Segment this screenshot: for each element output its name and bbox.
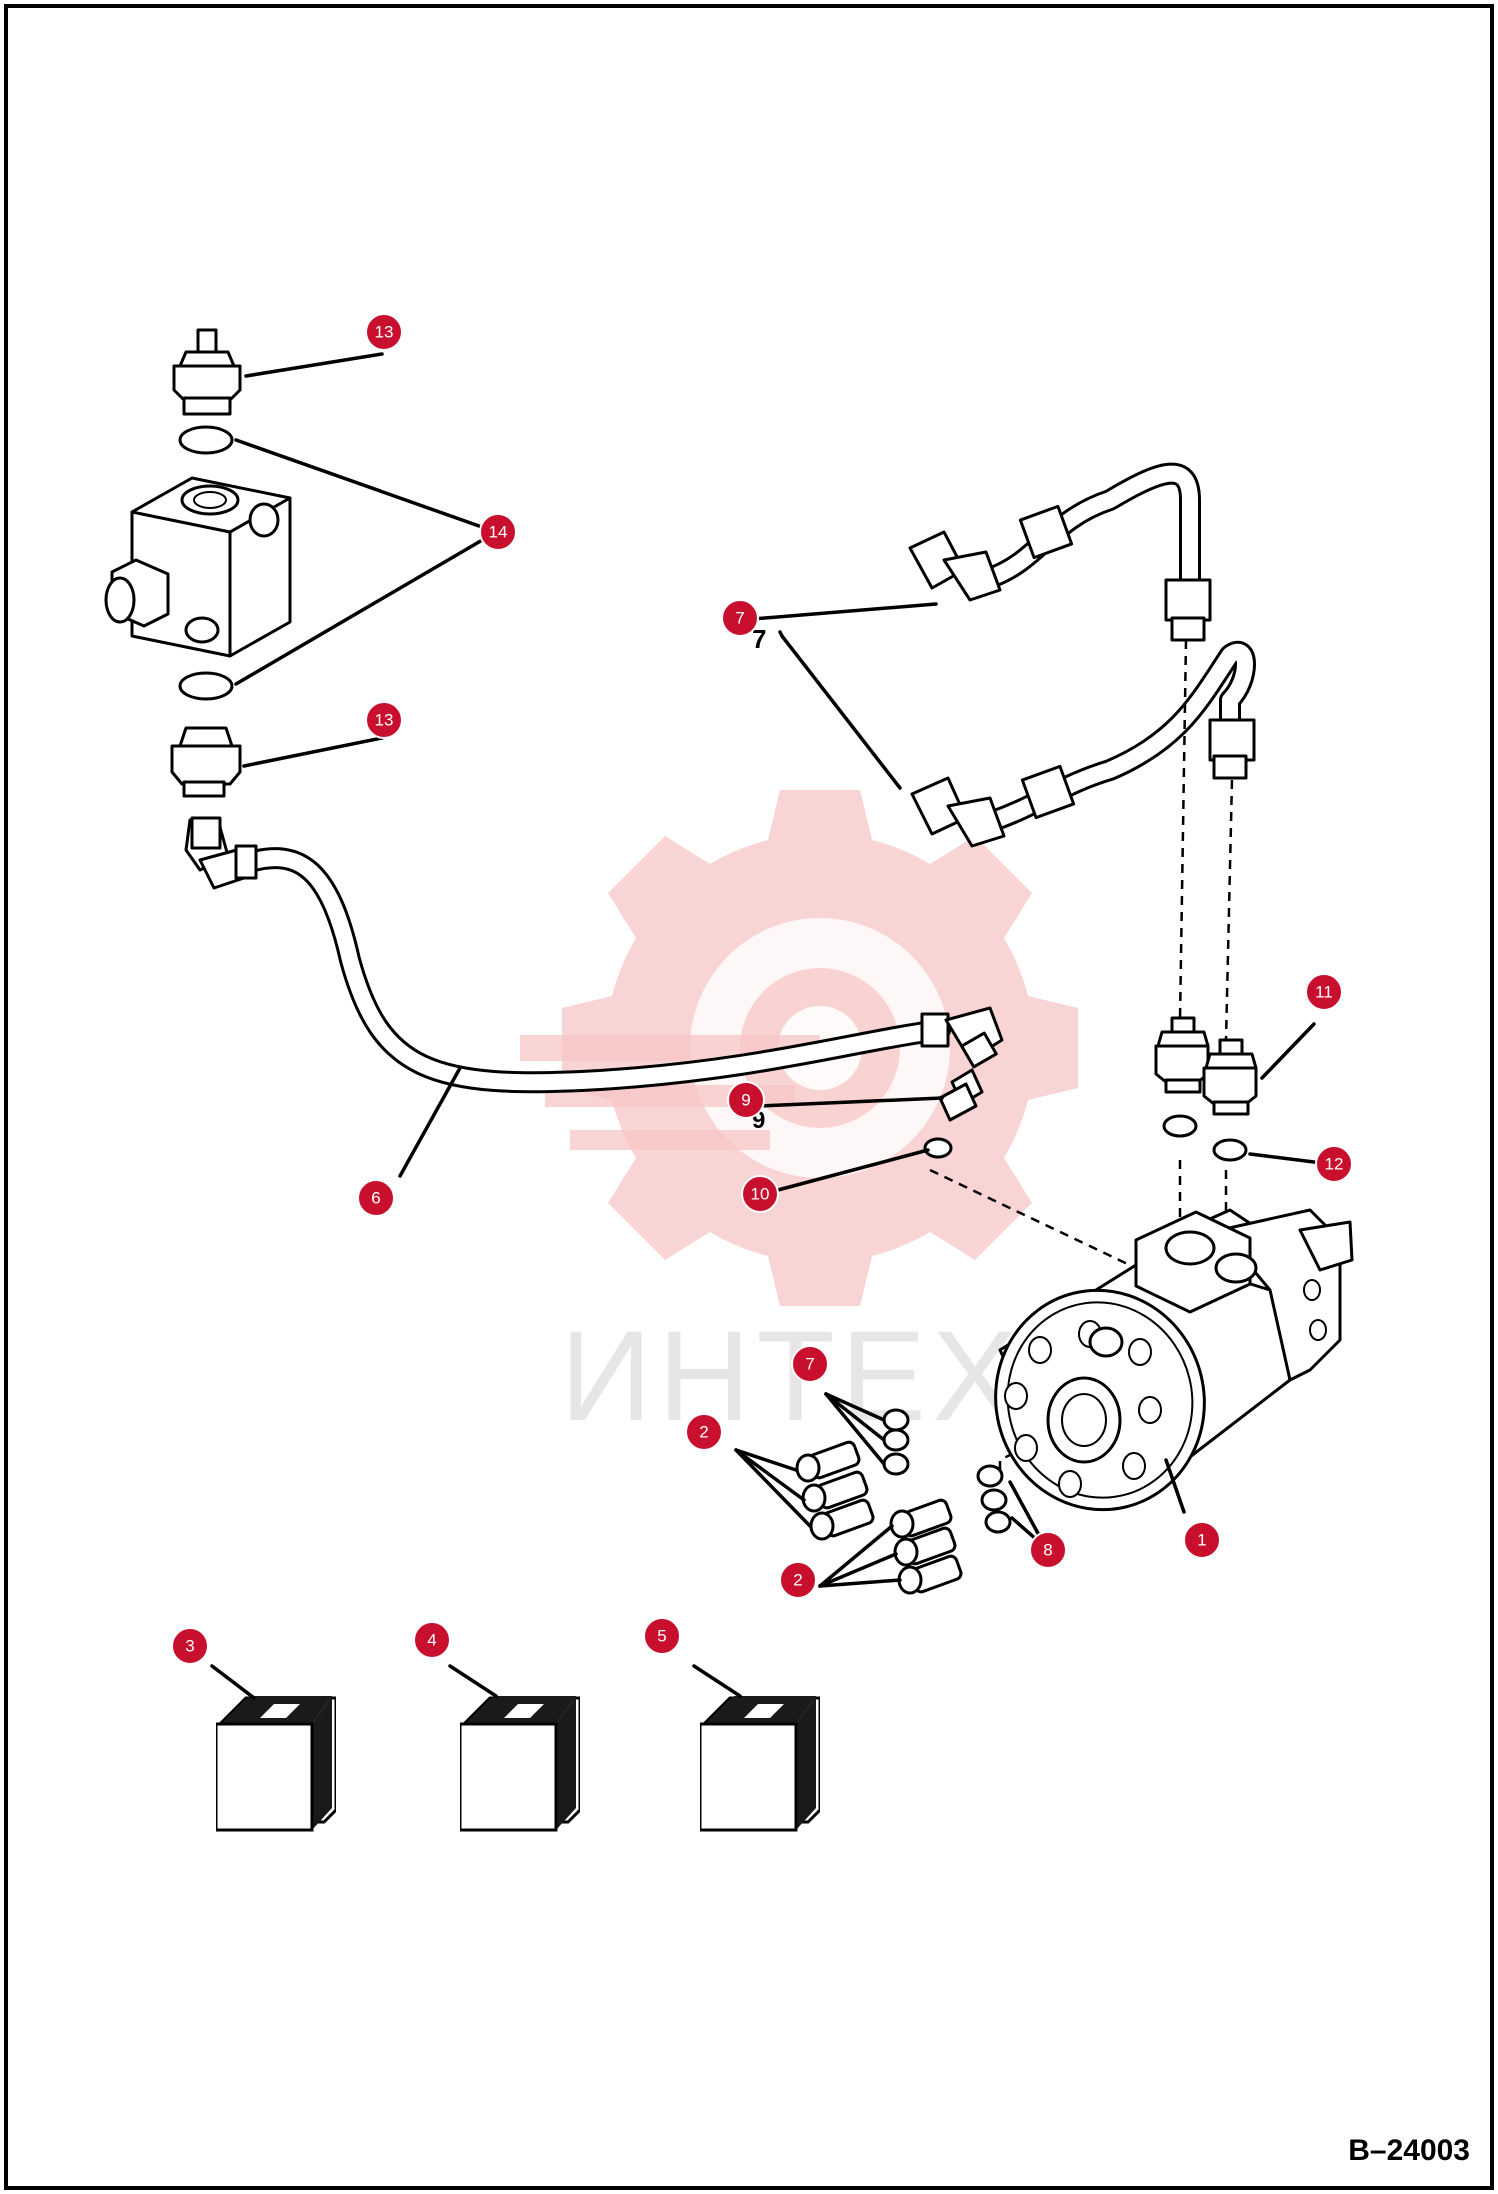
fitting-13-top: [172, 328, 242, 416]
washers-8: [976, 1464, 1012, 1534]
hydraulic-motor-1: [994, 1208, 1354, 1512]
page-frame: [4, 4, 1494, 2190]
hose-7-lower: [910, 641, 1256, 848]
callout-10[interactable]: 10: [741, 1175, 779, 1213]
callout-14[interactable]: 14: [479, 513, 517, 551]
fitting-9: [938, 1068, 984, 1122]
svg-text:6: 6: [371, 1189, 380, 1208]
callout-9[interactable]: 9: [727, 1081, 765, 1119]
hose-7-upper: [908, 462, 1212, 642]
callout-13-bottom[interactable]: 13: [365, 701, 403, 739]
o-ring-12-right: [1212, 1138, 1248, 1162]
svg-text:4: 4: [427, 1631, 436, 1650]
svg-text:1: 1: [1197, 1531, 1206, 1550]
o-ring-10: [923, 1137, 953, 1159]
callout-3[interactable]: 3: [171, 1627, 209, 1665]
drawing-reference: B–24003: [1348, 2134, 1470, 2167]
callout-4[interactable]: 4: [413, 1621, 451, 1659]
callout-6[interactable]: 6: [357, 1179, 395, 1217]
callout-7-washers[interactable]: 7: [791, 1345, 829, 1383]
callout-7-hoses[interactable]: 7: [721, 599, 759, 637]
o-ring-12-left: [1162, 1114, 1198, 1138]
callout-5[interactable]: 5: [643, 1617, 681, 1655]
seal-kit-4: [460, 1694, 580, 1832]
svg-text:7: 7: [805, 1355, 814, 1374]
svg-text:13: 13: [375, 323, 394, 342]
svg-text:9: 9: [741, 1091, 750, 1110]
svg-text:2: 2: [793, 1571, 802, 1590]
fitting-11-left: [1154, 1016, 1210, 1094]
bolts-2-lower: [889, 1498, 963, 1595]
svg-text:11: 11: [1315, 983, 1333, 1002]
bolts-2-upper: [795, 1440, 875, 1541]
callout-2-upper[interactable]: 2: [685, 1413, 723, 1451]
o-ring-14-top: [178, 425, 234, 455]
svg-text:12: 12: [1325, 1155, 1344, 1174]
callout-2-lower[interactable]: 2: [779, 1561, 817, 1599]
svg-text:5: 5: [657, 1627, 666, 1646]
fitting-13-bottom: [170, 726, 242, 798]
valve-block: [104, 476, 292, 658]
watermark-text: ИНТЕХ: [560, 1305, 1023, 1448]
svg-text:13: 13: [375, 711, 394, 730]
svg-text:3: 3: [185, 1637, 194, 1656]
svg-text:2: 2: [699, 1423, 708, 1442]
svg-text:7: 7: [752, 624, 766, 654]
fitting-11-right: [1202, 1038, 1258, 1116]
callout-11[interactable]: 11: [1305, 973, 1343, 1011]
svg-text:8: 8: [1043, 1541, 1052, 1560]
callout-1[interactable]: 1: [1183, 1521, 1221, 1559]
svg-text:7: 7: [735, 609, 744, 628]
svg-text:10: 10: [751, 1185, 770, 1204]
o-ring-14-bottom: [178, 671, 234, 701]
seal-kit-5: [700, 1694, 820, 1832]
callout-13-top[interactable]: 13: [365, 313, 403, 351]
seal-kit-3: [216, 1694, 336, 1832]
washers-7: [882, 1408, 910, 1476]
callout-8[interactable]: 8: [1029, 1531, 1067, 1569]
callout-12[interactable]: 12: [1315, 1145, 1353, 1183]
svg-text:14: 14: [489, 523, 508, 542]
